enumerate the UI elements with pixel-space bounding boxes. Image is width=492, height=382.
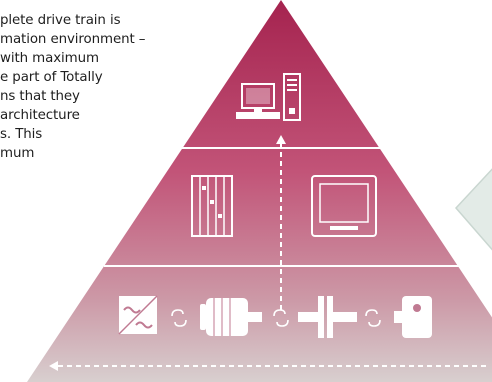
callout-shape — [454, 168, 492, 251]
plc-controller-icon — [191, 175, 233, 237]
link-icon-3 — [365, 309, 381, 327]
pyramid — [27, 0, 492, 382]
frequency-converter-icon — [118, 295, 158, 335]
body-text-line: plete drive train is — [0, 13, 121, 28]
desktop-computer-icon — [236, 83, 280, 119]
body-text-line: architecture — [0, 108, 80, 123]
body-text-line: with maximum — [0, 51, 99, 66]
body-text-line: mum — [0, 146, 35, 161]
up-arrow-head — [276, 135, 286, 144]
body-text-line: mation environment – — [0, 32, 146, 47]
body-text-line: e part of Totally — [0, 70, 103, 85]
body-text-line: ns that they — [0, 89, 80, 104]
body-text: plete drive train is mation environment … — [0, 11, 215, 163]
gearbox-icon — [394, 296, 432, 338]
left-arrow-head — [49, 361, 58, 371]
coupling-icon — [298, 296, 357, 338]
tower-pc-icon — [283, 73, 301, 121]
link-icon-1 — [171, 309, 187, 327]
link-icon-2 — [273, 309, 289, 327]
body-text-line: s. This — [0, 127, 43, 142]
motor-icon — [200, 298, 262, 336]
hmi-panel-icon — [311, 175, 377, 237]
